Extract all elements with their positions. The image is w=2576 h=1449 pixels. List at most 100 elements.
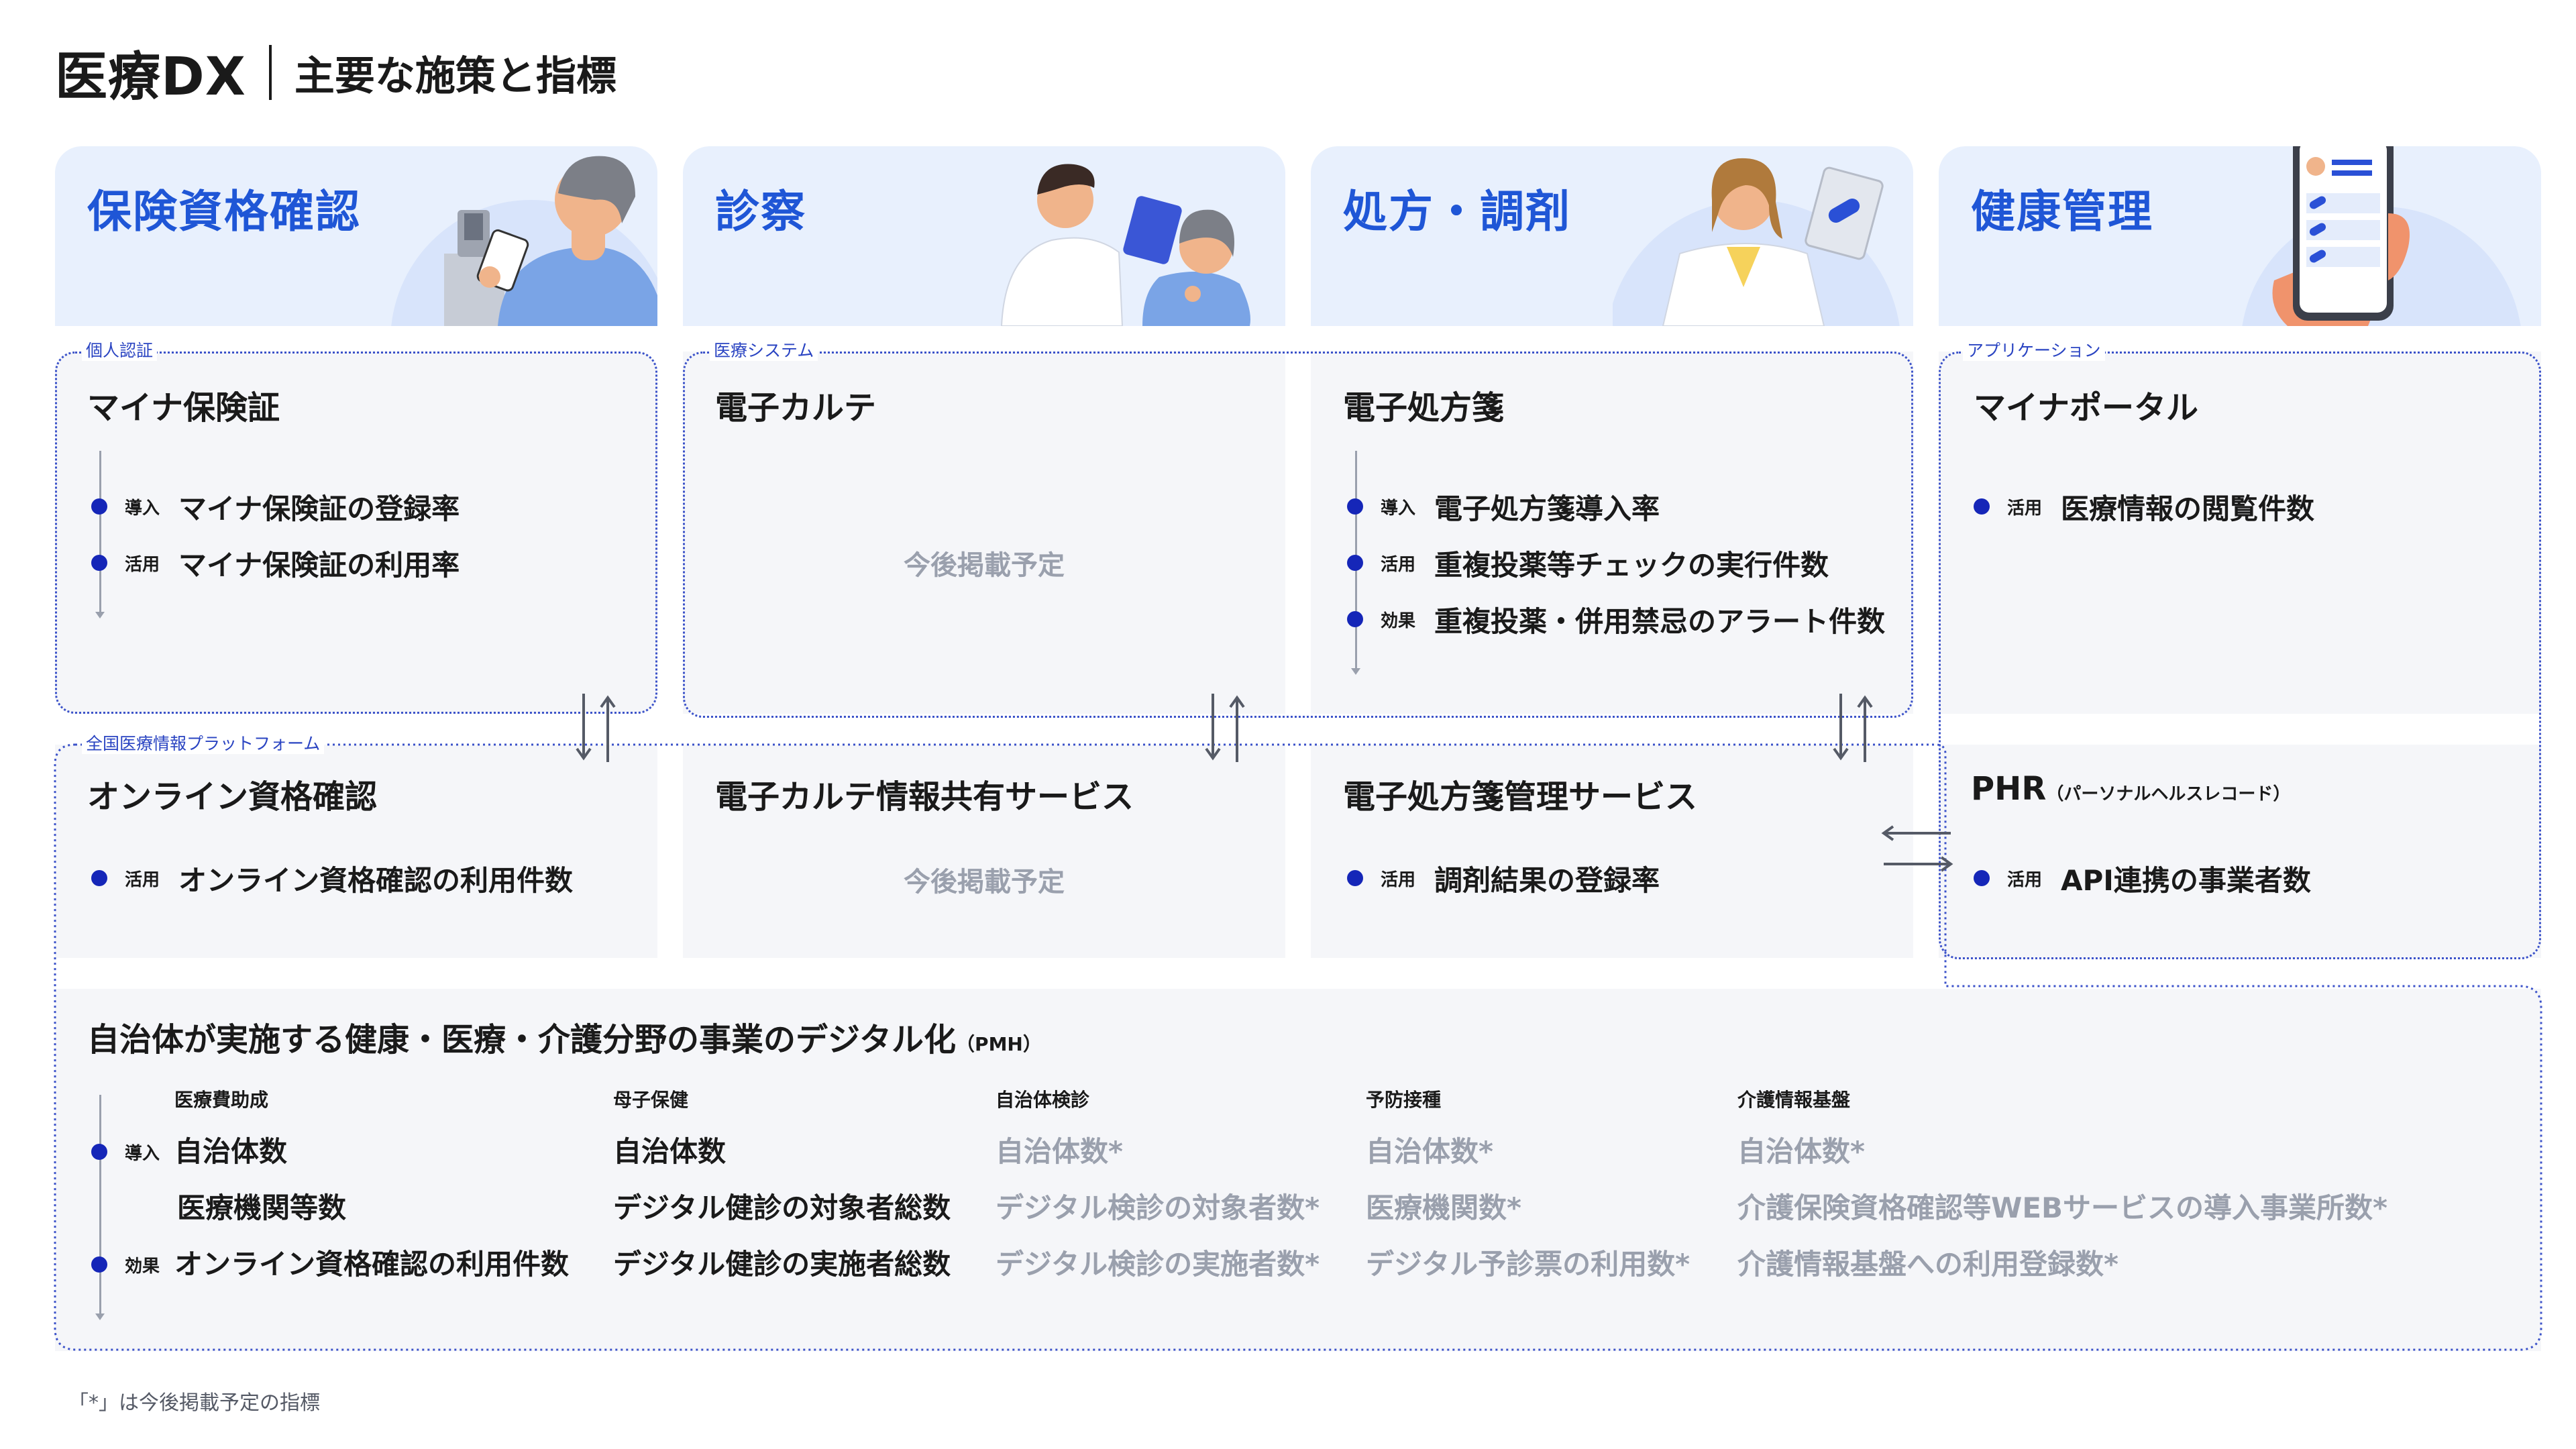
updown-arrows-icon bbox=[1833, 694, 1873, 762]
iryo-system-frame bbox=[683, 352, 1913, 718]
item-tag: 効果 bbox=[1381, 610, 1416, 631]
placeholder-karte-share: 今後掲載予定 bbox=[904, 867, 1065, 898]
list-item: 活用 オンライン資格確認の利用件数 bbox=[91, 861, 573, 897]
item-text: 電子処方箋導入率 bbox=[1434, 492, 1660, 525]
bullet-dot bbox=[1347, 555, 1363, 571]
list-item: 導入 マイナ保険証の登録率 bbox=[91, 490, 460, 525]
pmh-col-head: 母子保健 bbox=[613, 1089, 689, 1111]
platform-frame bbox=[54, 743, 2542, 1351]
item-tag: 導入 bbox=[125, 498, 160, 519]
application-frame bbox=[1939, 352, 2541, 959]
title-separator bbox=[268, 45, 272, 100]
section-label-kojin: 個人認証 bbox=[82, 341, 158, 361]
pmh-tag-row: 導入 bbox=[91, 1135, 178, 1169]
header-kenko: 健康管理 bbox=[1939, 146, 2541, 326]
item-text: オンライン資格確認の利用件数 bbox=[178, 863, 574, 897]
pmh-cell: オンライン資格確認の利用件数 bbox=[174, 1248, 570, 1281]
header-title-kenko: 健康管理 bbox=[1971, 186, 2153, 237]
shohosen-kanri-panel bbox=[1311, 745, 1913, 958]
section-label-platform: 全国医療情報プラットフォーム bbox=[82, 734, 325, 754]
kojin-frame bbox=[55, 352, 657, 714]
list-item: 活用 API連携の事業者数 bbox=[1974, 861, 2311, 897]
pmh-cell: デジタル検診の対象者数* bbox=[996, 1191, 1320, 1224]
item-tag: 活用 bbox=[125, 554, 160, 575]
pmh-cell: デジタル健診の対象者総数 bbox=[613, 1191, 951, 1224]
bullet-dot bbox=[91, 1144, 107, 1160]
card-title-mynahoken: マイナ保険証 bbox=[87, 389, 280, 427]
list-item: 活用 マイナ保険証の利用率 bbox=[91, 546, 460, 582]
title-main: 医療DX bbox=[55, 47, 246, 107]
bullet-dot bbox=[1974, 498, 1990, 515]
bullet-dot bbox=[1347, 870, 1363, 886]
pmh-col-head: 予防接種 bbox=[1366, 1089, 1442, 1111]
card-title-phr: PHR（パーソナルヘルスレコード） bbox=[1971, 770, 2290, 808]
pmh-col-head: 医療費助成 bbox=[174, 1089, 269, 1111]
bullet-dot bbox=[91, 555, 107, 571]
shohosen-panel bbox=[1311, 352, 1913, 714]
list-item: 効果 重複投薬・併用禁忌のアラート件数 bbox=[1347, 602, 1885, 638]
timeline-pmh bbox=[95, 1095, 105, 1320]
item-tag: 活用 bbox=[2007, 498, 2043, 519]
card-title-mynaportal: マイナポータル bbox=[1974, 389, 2199, 427]
item-text: 重複投薬等チェックの実行件数 bbox=[1434, 548, 1829, 582]
pmh-cell: 介護情報基盤への利用登録数* bbox=[1737, 1248, 2118, 1281]
karte-panel bbox=[683, 352, 1285, 714]
bullet-dot bbox=[91, 870, 107, 886]
doctor-patient-illustration bbox=[1000, 164, 1250, 326]
phr-panel bbox=[1939, 745, 2541, 958]
online-panel bbox=[55, 745, 657, 958]
item-tag: 活用 bbox=[1381, 869, 1416, 890]
card-title-karte: 電子カルテ bbox=[715, 389, 877, 427]
list-item: 導入 電子処方箋導入率 bbox=[1347, 490, 1660, 525]
item-tag: 導入 bbox=[125, 1143, 160, 1164]
pmh-cell: 介護保険資格確認等WEBサービスの導入事業所数* bbox=[1737, 1191, 2387, 1224]
mynaportal-panel bbox=[1939, 352, 2541, 714]
header-title-hoken: 保険資格確認 bbox=[87, 186, 361, 237]
section-label-iryo-system: 医療システム bbox=[710, 341, 818, 361]
phr-title: PHR bbox=[1971, 770, 2047, 808]
item-text: 調剤結果の登録率 bbox=[1434, 863, 1660, 897]
phr-title-sub: （パーソナルヘルスレコード） bbox=[2046, 784, 2291, 804]
pmh-cell: 医療機関数* bbox=[1366, 1191, 1521, 1224]
item-text: API連携の事業者数 bbox=[2061, 863, 2311, 897]
pmh-cell: デジタル検診の実施者数* bbox=[996, 1248, 1320, 1281]
header-hoken: 保険資格確認 bbox=[55, 146, 657, 326]
card-title-karte-share: 電子カルテ情報共有サービス bbox=[715, 778, 1134, 816]
item-tag: 活用 bbox=[1381, 554, 1416, 575]
placeholder-karte: 今後掲載予定 bbox=[904, 550, 1065, 581]
pmh-title-sub: （PMH） bbox=[956, 1033, 1042, 1055]
pmh-title-main: 自治体が実施する健康・医療・介護分野の事業のデジタル化 bbox=[87, 1021, 957, 1059]
footnote: 「*」は今後掲載予定の指標 bbox=[68, 1391, 320, 1415]
list-item: 活用 医療情報の閲覧件数 bbox=[1974, 490, 2314, 525]
item-text: マイナ保険証の利用率 bbox=[178, 548, 460, 582]
item-text: 重複投薬・併用禁忌のアラート件数 bbox=[1434, 604, 1886, 638]
section-label-application: アプリケーション bbox=[1963, 341, 2105, 361]
pmh-cell: 自治体数 bbox=[174, 1135, 288, 1168]
pmh-cell: 医療機関等数 bbox=[177, 1191, 347, 1224]
karte-share-panel bbox=[683, 745, 1285, 958]
pmh-cell: 自治体数* bbox=[996, 1135, 1123, 1168]
item-tag: 活用 bbox=[2007, 869, 2043, 890]
pmh-cell: 自治体数* bbox=[1737, 1135, 1865, 1168]
updown-arrows-icon bbox=[576, 694, 616, 762]
bullet-dot bbox=[91, 498, 107, 515]
timeline-mynahoken bbox=[95, 451, 105, 619]
pmh-col-head: 介護情報基盤 bbox=[1737, 1089, 1851, 1111]
pmh-col-head: 自治体検診 bbox=[996, 1089, 1090, 1111]
list-item: 活用 調剤結果の登録率 bbox=[1347, 861, 1660, 897]
pmh-panel bbox=[55, 989, 2541, 1351]
insurance-patient-illustration bbox=[391, 156, 657, 326]
page-title: 医療DX 主要な施策と指標 bbox=[55, 39, 616, 107]
pmh-cell: 自治体数 bbox=[613, 1135, 727, 1168]
pharmacist-illustration bbox=[1613, 158, 1900, 326]
updown-arrows-icon bbox=[1205, 694, 1245, 762]
header-title-shoho: 処方・調剤 bbox=[1343, 186, 1571, 237]
header-shoho: 処方・調剤 bbox=[1311, 146, 1913, 326]
bullet-dot bbox=[1974, 870, 1990, 886]
bullet-dot bbox=[1347, 498, 1363, 515]
leftright-arrows-icon bbox=[1881, 825, 1953, 872]
item-text: マイナ保険証の登録率 bbox=[178, 492, 460, 525]
title-sub: 主要な施策と指標 bbox=[294, 52, 616, 100]
list-item: 活用 重複投薬等チェックの実行件数 bbox=[1347, 546, 1829, 582]
pmh-tag-row: 効果 bbox=[91, 1248, 178, 1281]
